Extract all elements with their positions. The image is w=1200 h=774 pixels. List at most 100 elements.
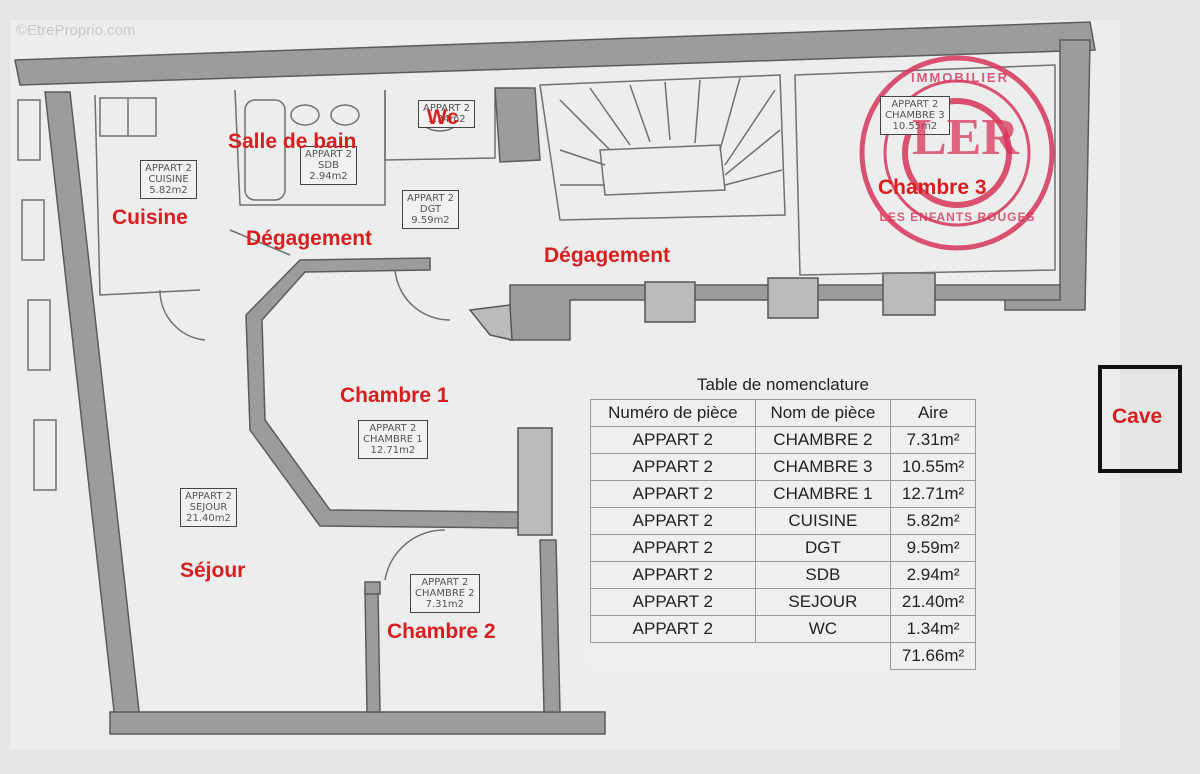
left-windows xyxy=(17,99,57,491)
cell-nom: CHAMBRE 3 xyxy=(754,453,892,481)
room-tag-chambre3: APPART 2 CHAMBRE 3 10.55m2 xyxy=(880,96,950,135)
tag-line: 7.31m2 xyxy=(425,599,464,610)
label-chambre-2: Chambre 2 xyxy=(387,620,496,643)
watermark-text: ©EtreProprio.com xyxy=(16,22,136,39)
tag-line: APPART 2 xyxy=(305,149,352,160)
cell-numero: APPART 2 xyxy=(590,588,756,616)
cell-numero: APPART 2 xyxy=(590,615,756,643)
outer-wall-bottom xyxy=(109,711,606,735)
cell-numero: APPART 2 xyxy=(590,480,756,508)
room-tag-sdb: APPART 2 SDB 2.94m2 xyxy=(300,146,357,185)
tag-line: APPART 2 xyxy=(407,193,454,204)
bathtub xyxy=(244,99,286,201)
table-total-row: 71.66m² xyxy=(591,642,976,670)
header-aire: Aire xyxy=(890,399,976,427)
tag-line: APPART 2 xyxy=(421,577,469,588)
pillar-4 xyxy=(468,304,513,341)
pillar-2 xyxy=(767,277,819,319)
kitchen-counter xyxy=(99,97,157,137)
room-tag-chambre1: APPART 2 CHAMBRE 1 12.71m2 xyxy=(358,420,428,459)
header-nom: Nom de pièce xyxy=(754,399,892,427)
tag-line: CHAMBRE 1 xyxy=(363,434,423,445)
label-degagement-1: Dégagement xyxy=(246,227,373,250)
tag-line: APPART 2 xyxy=(145,163,192,174)
tag-line: APPART 2 xyxy=(185,491,232,502)
staircase xyxy=(539,74,786,221)
tag-line: DGT xyxy=(419,204,442,215)
chambre3-partition xyxy=(794,64,1056,276)
sink-fixtures xyxy=(290,104,360,126)
tag-line: 9.59m2 xyxy=(411,215,450,226)
outer-wall-top xyxy=(14,21,1096,86)
room-tag-sejour: APPART 2 SEJOUR 21.40m2 xyxy=(180,488,237,527)
cell-aire: 21.40m² xyxy=(890,588,976,616)
label-wc: Wc xyxy=(427,106,459,129)
cell-numero: APPART 2 xyxy=(590,507,756,535)
table-header-row: Numéro de pièce Nom de pièce Aire xyxy=(590,399,976,427)
tag-line: 10.55m2 xyxy=(892,121,938,132)
cell-numero: APPART 2 xyxy=(590,426,756,454)
cell-nom: CHAMBRE 2 xyxy=(754,426,892,454)
cell-aire: 7.31m² xyxy=(890,426,976,454)
stamp-center-text: LER xyxy=(912,109,1019,166)
room-tag-chambre2: APPART 2 CHAMBRE 2 7.31m2 xyxy=(410,574,480,613)
stair-wall xyxy=(494,87,541,163)
cell-empty xyxy=(591,643,756,670)
cell-nom: CUISINE xyxy=(754,507,892,535)
cell-nom: SDB xyxy=(754,561,892,589)
cell-numero: APPART 2 xyxy=(590,534,756,562)
label-salle-de-bain: Salle de bain xyxy=(228,130,357,153)
door-swings xyxy=(159,229,451,581)
agency-stamp xyxy=(859,55,1055,251)
wc-partition xyxy=(384,90,496,161)
chambre2-right-wall xyxy=(539,539,561,713)
cell-aire: 5.82m² xyxy=(890,507,976,535)
label-sejour: Séjour xyxy=(180,559,246,582)
cell-numero: APPART 2 xyxy=(590,561,756,589)
nomenclature-table: Table de nomenclature Numéro de pièce No… xyxy=(590,375,976,670)
cell-numero: APPART 2 xyxy=(590,453,756,481)
label-chambre-3: Chambre 3 xyxy=(878,176,987,199)
stamp-ring-top: IMMOBILIER xyxy=(911,70,1009,85)
cell-nom: CHAMBRE 1 xyxy=(754,480,892,508)
sejour-divider xyxy=(364,581,381,595)
pillar-1 xyxy=(644,281,696,323)
tag-line: SDB xyxy=(318,160,339,171)
tag-line: CHAMBRE 3 xyxy=(885,110,945,121)
tag-line: 12.71m2 xyxy=(370,445,416,456)
cell-aire: 1.34m² xyxy=(890,615,976,643)
tag-line: SEJOUR xyxy=(189,502,228,513)
tag-line: APPART 2 xyxy=(423,103,470,114)
tag-line: CUISINE xyxy=(148,174,189,185)
kitchen-partition xyxy=(94,94,201,296)
tag-line: CHAMBRE 2 xyxy=(415,588,475,599)
chambre1-wall xyxy=(245,257,521,529)
cell-total: 71.66m² xyxy=(890,642,976,670)
stamp-ring-bottom: LES ENFANTS ROUGES xyxy=(879,210,1036,224)
chambre2-wall xyxy=(364,589,381,713)
label-degagement-2: Dégagement xyxy=(544,244,671,267)
tag-line: APPART 2 xyxy=(891,99,939,110)
tag-line: 1.34m2 xyxy=(427,114,466,125)
tag-line: 2.94m2 xyxy=(309,171,348,182)
cell-aire: 12.71m² xyxy=(890,480,976,508)
table-title: Table de nomenclature xyxy=(696,375,869,394)
label-chambre-1: Chambre 1 xyxy=(340,384,449,407)
room-tag-dgt: APPART 2 DGT 9.59m2 xyxy=(402,190,459,229)
header-numero: Numéro de pièce xyxy=(590,399,756,427)
cell-nom: WC xyxy=(754,615,892,643)
room-tag-wc: APPART 2 1.34m2 xyxy=(418,100,475,128)
label-cave: Cave xyxy=(1112,405,1163,428)
cell-aire: 2.94m² xyxy=(890,561,976,589)
tag-line: APPART 2 xyxy=(369,423,417,434)
room-tag-cuisine: APPART 2 CUISINE 5.82m2 xyxy=(140,160,197,199)
tag-line: 21.40m2 xyxy=(186,513,231,524)
cell-empty xyxy=(755,643,890,670)
